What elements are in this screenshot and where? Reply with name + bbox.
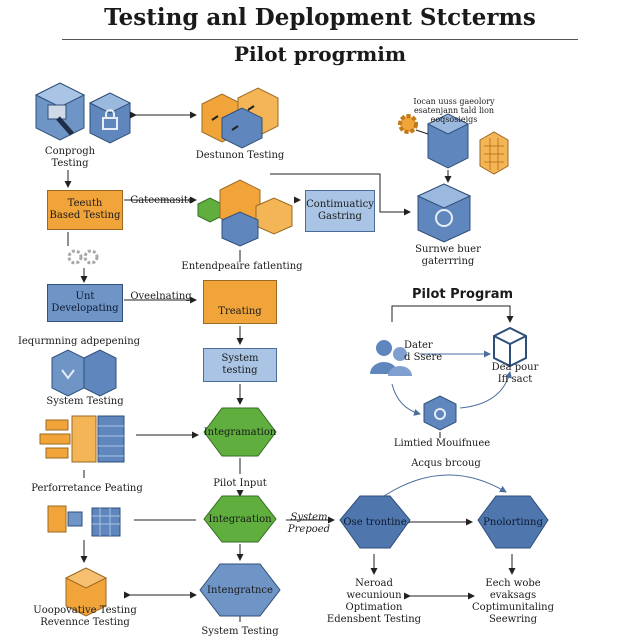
- integration-2-label: Integraation: [208, 513, 272, 525]
- system-testing-label: System Testing: [46, 396, 124, 407]
- gateemasite-label: Gateemasite: [130, 195, 194, 206]
- uoopovative-label: Uoopovative Testing Revennce Testing: [33, 605, 137, 628]
- iequmming-label: Iequrmning adpepening: [17, 336, 141, 347]
- hex-integration-3: [199, 563, 281, 617]
- hex-integration-1: [203, 407, 277, 457]
- limited-label: Limtied Mouifnuee: [393, 438, 491, 449]
- acquus-label: Acqus brcoug: [411, 458, 481, 469]
- hex-integration-2: [203, 495, 277, 543]
- treating-label: Treating: [218, 306, 262, 317]
- performance-label: Perforretance Peating: [31, 483, 143, 494]
- gear-cluster-icon: [67, 249, 99, 265]
- ose-trontine-label: Ose trontine: [343, 516, 407, 528]
- gear-icon: [398, 114, 418, 134]
- integration-3-label: Intengratnce: [207, 584, 273, 596]
- destunon-cubes-icon: [201, 87, 279, 149]
- system-testing-bottom-label: System Testing: [201, 626, 279, 637]
- page-subtitle: Pilot progrmim: [233, 42, 407, 66]
- system-testing-box: System testing: [203, 348, 277, 382]
- system-preposed-label: System Prepoed: [287, 512, 331, 535]
- users-icon: [370, 340, 412, 376]
- blue-cube-top-icon: [426, 113, 470, 169]
- entendpeaire-label: Entendpeaire fatlenting: [181, 261, 303, 272]
- dater-label: Dater d Ssere: [404, 340, 443, 363]
- page-title: Testing anl Deplopment Stcterms: [104, 4, 536, 31]
- integration-1-label: Integramation: [203, 426, 277, 438]
- orange-box-icon: [64, 567, 108, 617]
- pilot-input-label: Pilot Input: [213, 478, 267, 489]
- pnoforting-label: Pnolortinng: [483, 516, 543, 528]
- eech-label: Eech wobe evaksags Coptimunitaling Seewr…: [471, 578, 555, 625]
- server-cube-icon: [34, 82, 86, 141]
- gate-cubes-icon: [197, 179, 293, 247]
- hex-pnoforting: [477, 495, 549, 549]
- treating-box: Treating: [203, 280, 277, 324]
- outline-cube-icon: [493, 326, 527, 368]
- gear-cube-icon: [423, 395, 457, 431]
- surnwe-label: Surnwe buer gaterrring: [415, 244, 481, 267]
- honeycomb-icon: [479, 131, 509, 175]
- neroad-label: Neroad wecunioun Optimation Edensbent Te…: [326, 578, 422, 625]
- hex-ose-trontine: [339, 495, 411, 549]
- title-divider: [62, 39, 578, 40]
- pilot-program-title: Pilot Program: [412, 287, 514, 302]
- conprogh-testing-label: Conprogh Testing: [44, 146, 96, 169]
- destunon-testing-label: Destunon Testing: [195, 150, 285, 161]
- performance-stack-icon: [39, 415, 125, 463]
- oveelnating-label: Oveelnating: [130, 291, 192, 302]
- system-cube-icon: [51, 349, 117, 397]
- integration-blocks-icon: [47, 505, 121, 537]
- right-small-text: Iocan uuss gaeolory esatenjann tald lion…: [413, 97, 495, 124]
- settings-cube-icon: [416, 183, 472, 243]
- dea-pour-label: Dea pour Ifi sact: [491, 362, 539, 385]
- lock-cube-icon: [88, 92, 132, 144]
